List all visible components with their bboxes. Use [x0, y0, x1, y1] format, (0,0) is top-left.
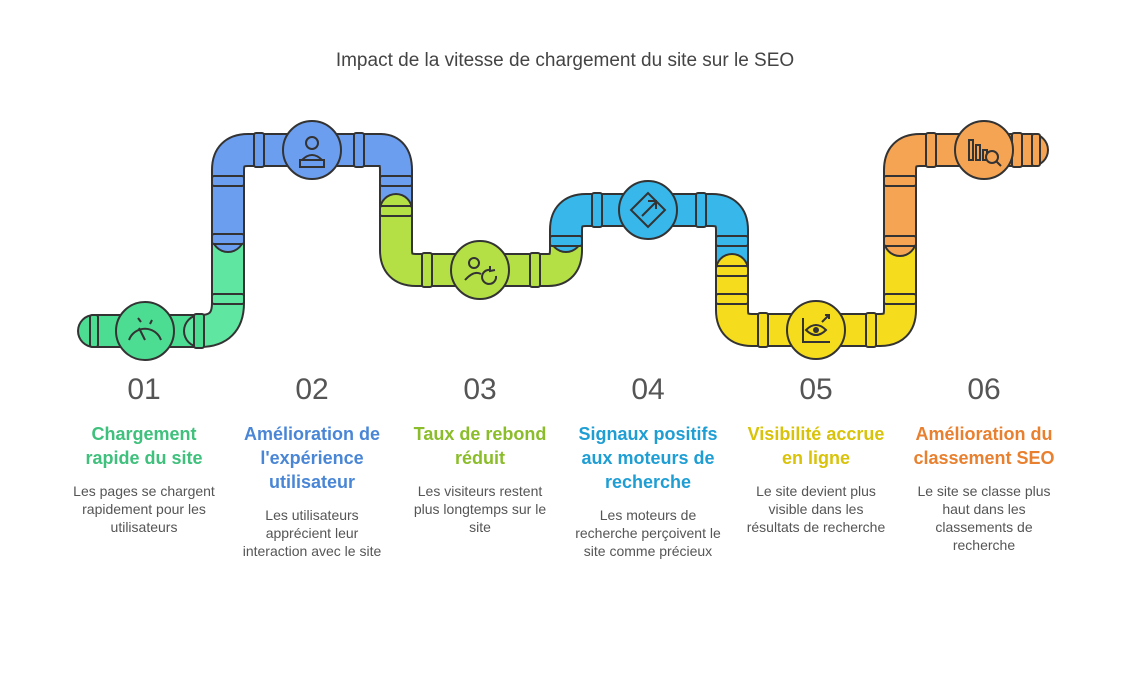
step-description: Le site se classe plus haut dans les cla…: [917, 483, 1051, 553]
step-heading: Visibilité accrue en ligne: [747, 424, 885, 468]
step-heading: Amélioration du classement SEO: [913, 424, 1055, 468]
step-heading: Chargement rapide du site: [85, 424, 203, 468]
step-description: Les moteurs de recherche perçoivent le s…: [575, 507, 721, 559]
step-description: Les visiteurs restent plus longtemps sur…: [413, 483, 547, 535]
step-description: Le site devient plus visible dans les ré…: [746, 483, 886, 535]
step-number: 04: [631, 373, 665, 406]
step-number: 02: [295, 373, 329, 406]
step-description: Les pages se chargent rapidement pour le…: [73, 483, 215, 535]
step-heading: Amélioration de l'expérience utilisateur: [243, 424, 381, 492]
step-2: 02 Amélioration de l'expérience utilisat…: [237, 370, 387, 560]
speedometer-icon: [115, 301, 175, 361]
step-1: 01 Chargement rapide du site Les pages s…: [69, 370, 219, 536]
step-6: 06 Amélioration du classement SEO Le sit…: [909, 370, 1059, 554]
step-5: 05 Visibilité accrue en ligne Le site de…: [741, 370, 891, 536]
step-heading: Signaux positifs aux moteurs de recherch…: [578, 424, 718, 492]
signal-arrow-icon: [618, 180, 678, 240]
step-number: 01: [127, 373, 161, 406]
step-3: 03 Taux de rebond réduit Les visiteurs r…: [405, 370, 555, 536]
step-description: Les utilisateurs apprécient leur interac…: [242, 507, 382, 559]
diagram-title: Impact de la vitesse de chargement du si…: [335, 50, 795, 71]
ranking-search-icon: [954, 120, 1014, 180]
step-heading: Taux de rebond réduit: [413, 424, 547, 468]
step-number: 06: [967, 373, 1001, 406]
step-number: 05: [799, 373, 833, 406]
step-4: 04 Signaux positifs aux moteurs de reche…: [573, 370, 723, 560]
eye-chart-icon: [786, 300, 846, 360]
returning-user-icon: [450, 240, 510, 300]
user-at-laptop-icon: [282, 120, 342, 180]
step-number: 03: [463, 373, 497, 406]
